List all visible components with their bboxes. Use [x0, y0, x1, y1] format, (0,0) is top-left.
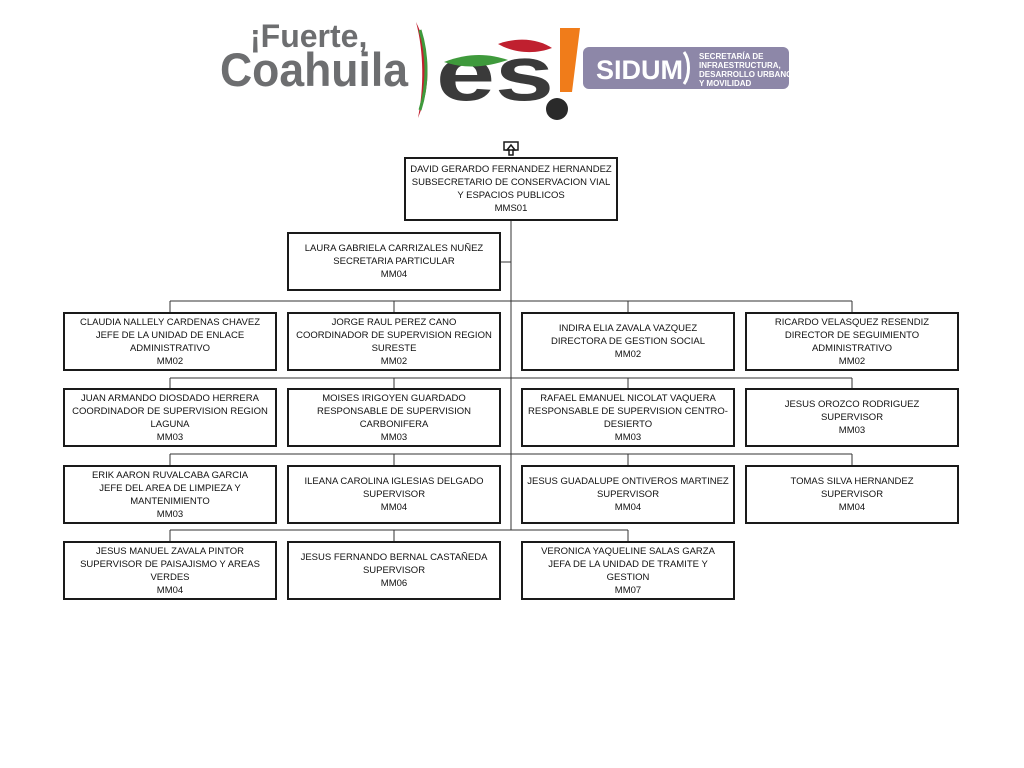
org-box: TOMAS SILVA HERNANDEZ SUPERVISOR MM04	[745, 465, 959, 524]
person-title: SUBSECRETARIO DE CONSERVACION VIAL Y ESP…	[411, 177, 611, 201]
connector-lines	[169, 220, 853, 541]
person-name: JESUS GUADALUPE ONTIVEROS MARTINEZ	[527, 476, 729, 487]
person-level: MMS01	[494, 203, 528, 214]
person-level: MM06	[380, 578, 408, 589]
person-name: ILEANA CAROLINA IGLESIAS DELGADO	[304, 476, 484, 487]
org-box: JESUS GUADALUPE ONTIVEROS MARTINEZ SUPER…	[521, 465, 735, 524]
org-box: RAFAEL EMANUEL NICOLAT VAQUERA RESPONSAB…	[521, 388, 735, 447]
org-box: MOISES IRIGOYEN GUARDADO RESPONSABLE DE …	[287, 388, 501, 447]
org-box: ERIK AARON RUVALCABA GARCIA JEFE DEL ARE…	[63, 465, 277, 524]
es-green-swoosh	[444, 55, 508, 67]
person-title: SUPERVISOR	[596, 489, 660, 500]
person-level: MM04	[838, 502, 866, 513]
person-level: MM02	[156, 355, 184, 367]
person-level: MM03	[156, 508, 184, 520]
person-title: SUPERVISOR	[820, 412, 884, 423]
person-title: JEFE DEL AREA DE LIMPIEZA Y MANTENIMIENT…	[99, 482, 241, 507]
person-name: JUAN ARMANDO DIOSDADO HERRERA	[81, 392, 259, 404]
person-title: SECRETARIA PARTICULAR	[333, 256, 455, 267]
fuerte-text: ¡Fuerte,	[250, 18, 367, 54]
org-box: RICARDO VELASQUEZ RESENDIZ DIRECTOR DE S…	[745, 312, 959, 371]
person-title: COORDINADOR DE SUPERVISION REGION SUREST…	[296, 329, 492, 354]
person-name: RICARDO VELASQUEZ RESENDIZ	[774, 316, 930, 328]
person-name: JESUS FERNANDO BERNAL CASTAÑEDA	[300, 552, 488, 563]
person-level: MM03	[838, 425, 866, 436]
person-level: MM02	[614, 349, 642, 360]
org-box: VERONICA YAQUELINE SALAS GARZA JEFA DE L…	[521, 541, 735, 600]
person-name: JESUS MANUEL ZAVALA PINTOR	[96, 545, 244, 557]
sidum-sub-2: INFRAESTRUCTURA,	[699, 61, 781, 70]
person-title: JEFE DE LA UNIDAD DE ENLACE ADMINISTRATI…	[95, 329, 245, 354]
sidum-plate	[583, 47, 789, 89]
bracket-graphic-green	[418, 29, 428, 111]
person-name: JESUS OROZCO RODRIGUEZ	[784, 399, 920, 410]
person-level: MM04	[380, 269, 408, 280]
person-level: MM04	[380, 502, 408, 513]
org-box-secretaria-particular: LAURA GABRIELA CARRIZALES NUÑEZ SECRETAR…	[287, 232, 501, 291]
person-name: LAURA GABRIELA CARRIZALES NUÑEZ	[304, 243, 484, 254]
org-box: CLAUDIA NALLELY CARDENAS CHAVEZ JEFE DE …	[63, 312, 277, 371]
es-red-swoosh	[498, 39, 552, 53]
person-name: TOMAS SILVA HERNANDEZ	[790, 476, 914, 487]
person-title: SUPERVISOR	[362, 489, 426, 500]
sidum-sub-1: SECRETARÍA DE	[699, 52, 764, 61]
org-box: JESUS MANUEL ZAVALA PINTOR SUPERVISOR DE…	[63, 541, 277, 600]
person-title: SUPERVISOR	[362, 565, 426, 576]
person-name: VERONICA YAQUELINE SALAS GARZA	[541, 545, 715, 557]
person-name: DAVID GERARDO FERNANDEZ HERNANDEZ	[410, 164, 612, 175]
exclaim-bar	[560, 28, 580, 92]
person-title: DIRECTOR DE SEGUIMIENTO ADMINISTRATIVO	[784, 329, 920, 354]
home-icon	[503, 141, 519, 156]
person-name: INDIRA ELIA ZAVALA VAZQUEZ	[558, 323, 698, 334]
org-box: JORGE RAUL PEREZ CANO COORDINADOR DE SUP…	[287, 312, 501, 371]
sidum-divider	[682, 51, 690, 85]
person-title: SUPERVISOR	[820, 489, 884, 500]
person-name: RAFAEL EMANUEL NICOLAT VAQUERA	[540, 392, 716, 404]
person-title: DIRECTORA DE GESTION SOCIAL	[551, 336, 705, 347]
person-name: MOISES IRIGOYEN GUARDADO	[322, 392, 466, 404]
person-title: JEFA DE LA UNIDAD DE TRAMITE Y GESTION	[548, 558, 708, 583]
person-title: COORDINADOR DE SUPERVISION REGION LAGUNA	[72, 405, 268, 430]
org-box: ILEANA CAROLINA IGLESIAS DELGADO SUPERVI…	[287, 465, 501, 524]
org-box: JUAN ARMANDO DIOSDADO HERRERA COORDINADO…	[63, 388, 277, 447]
person-level: MM04	[156, 584, 184, 596]
person-level: MM02	[838, 355, 866, 367]
sidum-sub-4: Y MOVILIDAD	[699, 79, 752, 88]
person-level: MM02	[380, 355, 408, 367]
sidum-sub-3: DESARROLLO URBANO	[699, 70, 792, 79]
org-box: INDIRA ELIA ZAVALA VAZQUEZ DIRECTORA DE …	[521, 312, 735, 371]
person-name: JORGE RAUL PEREZ CANO	[331, 316, 457, 328]
person-level: MM03	[380, 431, 408, 443]
person-title: RESPONSABLE DE SUPERVISION CENTRO-DESIER…	[528, 405, 728, 430]
org-box-subsecretario: DAVID GERARDO FERNANDEZ HERNANDEZ SUBSEC…	[404, 157, 618, 221]
person-level: MM03	[614, 431, 642, 443]
person-title: SUPERVISOR DE PAISAJISMO Y AREAS VERDES	[80, 558, 260, 583]
person-level: MM03	[156, 431, 184, 443]
org-box: JESUS FERNANDO BERNAL CASTAÑEDA SUPERVIS…	[287, 541, 501, 600]
coahuila-text: Coahuila	[220, 43, 409, 96]
org-box: JESUS OROZCO RODRIGUEZ SUPERVISOR MM03	[745, 388, 959, 447]
sidum-text: SIDUM	[596, 55, 683, 85]
person-title: RESPONSABLE DE SUPERVISION CARBONIFERA	[317, 405, 471, 430]
exclaim-dot	[546, 98, 568, 120]
person-name: CLAUDIA NALLELY CARDENAS CHAVEZ	[79, 316, 261, 328]
person-name: ERIK AARON RUVALCABA GARCIA	[91, 469, 249, 481]
person-level: MM07	[614, 584, 642, 596]
coahuila-sidum-logo: ¡Fuerte, Coahuila es SIDUM SECRETARÍA DE…	[220, 18, 792, 120]
person-level: MM04	[614, 502, 642, 513]
